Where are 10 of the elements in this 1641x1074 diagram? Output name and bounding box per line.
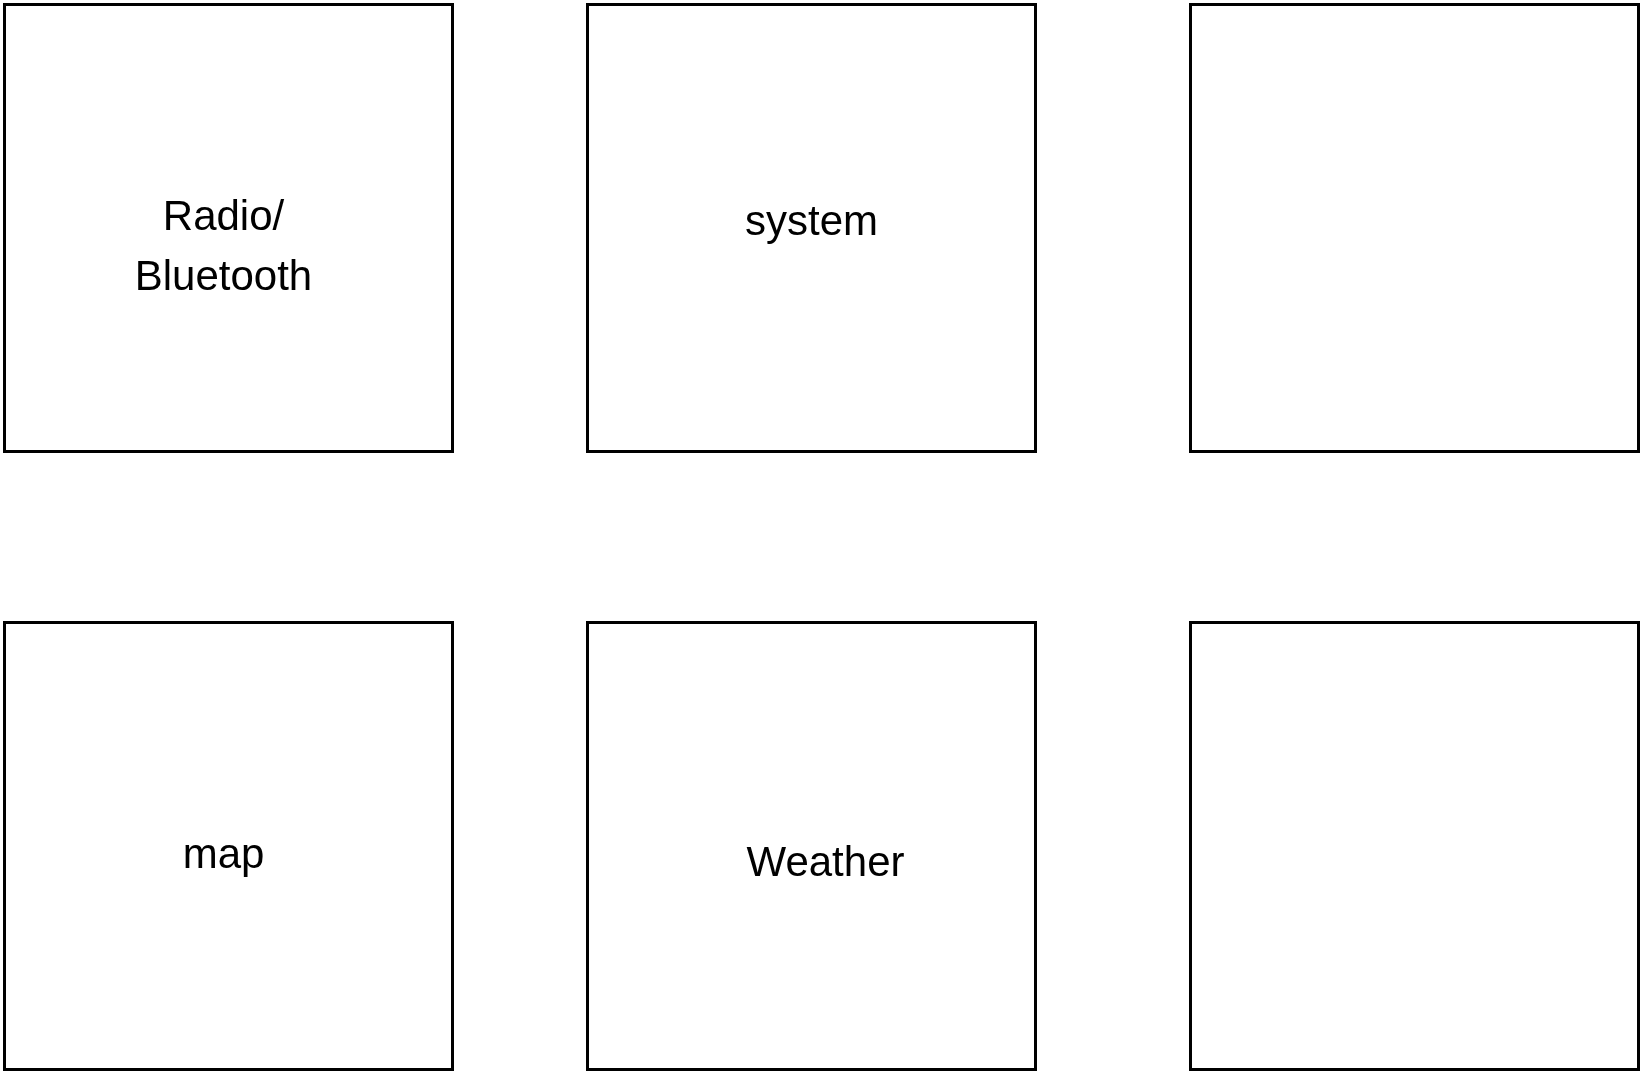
box-label: system xyxy=(745,196,878,246)
box-label: Radio/ Bluetooth xyxy=(133,191,314,301)
box xyxy=(3,3,454,453)
box-label: Weather xyxy=(746,837,905,887)
box-label: map xyxy=(182,829,265,879)
box xyxy=(1189,621,1640,1071)
box xyxy=(586,621,1037,1071)
box xyxy=(586,3,1037,453)
box xyxy=(1189,3,1640,453)
box xyxy=(3,621,454,1071)
